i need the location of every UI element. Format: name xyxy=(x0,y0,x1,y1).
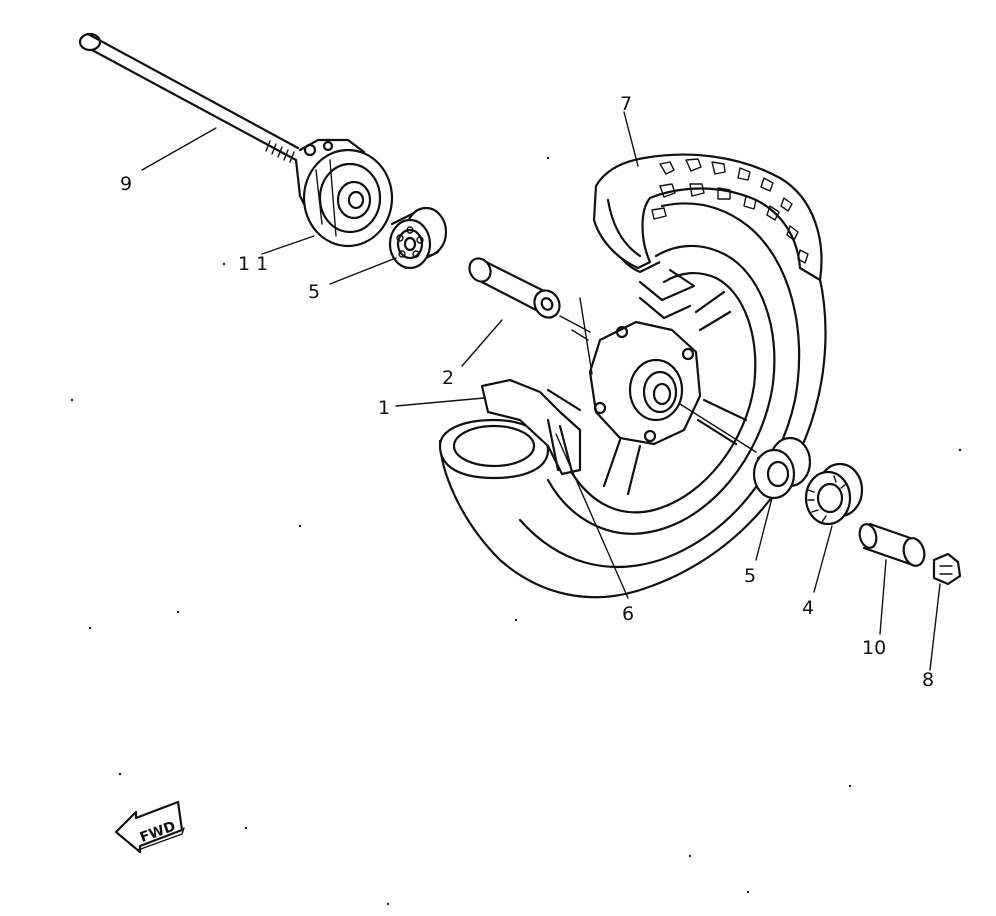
callout-7: 7 xyxy=(620,93,632,115)
leader-lines xyxy=(141,111,941,671)
tire-cutaway xyxy=(592,153,823,282)
callout-6: 6 xyxy=(622,603,634,625)
callout-5-right: 5 xyxy=(744,565,756,587)
scan-specks xyxy=(70,156,962,906)
callout-11: 1 1 xyxy=(238,253,268,275)
callout-2: 2 xyxy=(442,367,454,389)
callout-9: 9 xyxy=(120,173,132,195)
callout-5-left: 5 xyxy=(308,281,320,303)
axle-nut xyxy=(932,552,962,586)
collar xyxy=(858,522,926,567)
brake-shoe-cutaway xyxy=(438,378,582,480)
oil-seal xyxy=(804,462,864,526)
bearing-right xyxy=(752,436,812,500)
wheel-assembly xyxy=(438,161,827,599)
axle-centerline xyxy=(559,315,757,453)
callout-10: 10 xyxy=(862,637,886,659)
forward-direction-arrow: FWD xyxy=(114,800,185,854)
speedometer-gear-housing xyxy=(294,138,394,248)
callout-8: 8 xyxy=(922,669,934,691)
callout-4: 4 xyxy=(802,597,814,619)
front-axle xyxy=(78,32,300,163)
callout-1: 1 xyxy=(378,397,390,419)
bearing-left xyxy=(388,206,448,270)
spacer-tube xyxy=(468,257,561,319)
